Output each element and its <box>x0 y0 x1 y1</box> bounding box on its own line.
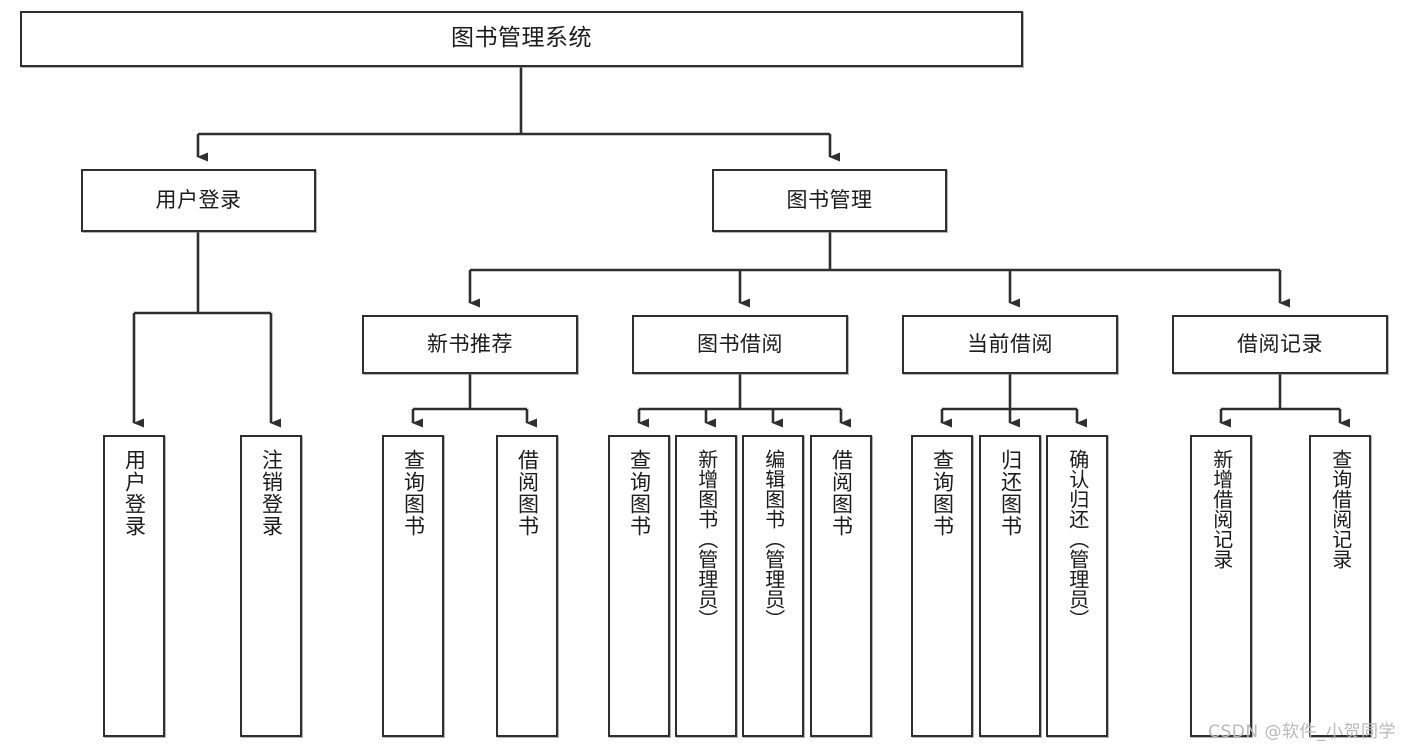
node-root-system[interactable]: 图书管理系统 <box>20 11 1023 67</box>
node-new-book-recommend-label: 新书推荐 <box>427 331 513 356</box>
node-leaf-borrow-book-2-label: 借阅图书 <box>829 449 854 537</box>
node-user-login-label: 用户登录 <box>155 187 242 212</box>
node-book-borrow[interactable]: 图书借阅 <box>632 315 848 374</box>
node-leaf-query-book-3[interactable]: 查询图书 <box>911 435 973 737</box>
node-book-manage[interactable]: 图书管理 <box>712 169 947 232</box>
node-leaf-edit-book-label: 编辑图书（管理员） <box>761 449 786 629</box>
node-leaf-query-book-2-label: 查询图书 <box>627 449 652 537</box>
node-leaf-borrow-book-1-label: 借阅图书 <box>515 449 540 537</box>
node-leaf-query-book-1-label: 查询图书 <box>401 449 426 537</box>
node-book-manage-label: 图书管理 <box>786 187 873 212</box>
node-leaf-add-record-label: 新增借阅记录 <box>1209 449 1234 569</box>
node-leaf-add-record[interactable]: 新增借阅记录 <box>1190 435 1252 737</box>
node-leaf-borrow-book-2[interactable]: 借阅图书 <box>810 435 872 737</box>
node-leaf-query-record-label: 查询借阅记录 <box>1328 449 1353 569</box>
node-leaf-confirm-return[interactable]: 确认归还（管理员） <box>1046 435 1108 737</box>
node-leaf-return-book[interactable]: 归还图书 <box>979 435 1041 737</box>
node-leaf-confirm-return-label: 确认归还（管理员） <box>1065 449 1090 629</box>
node-user-login[interactable]: 用户登录 <box>81 169 316 232</box>
node-leaf-add-book[interactable]: 新增图书（管理员） <box>675 435 737 737</box>
node-leaf-user-login-label: 用户登录 <box>122 449 147 537</box>
node-book-borrow-label: 图书借阅 <box>697 331 783 356</box>
node-current-borrow-label: 当前借阅 <box>967 331 1053 356</box>
node-leaf-query-book-2[interactable]: 查询图书 <box>608 435 670 737</box>
node-leaf-query-record[interactable]: 查询借阅记录 <box>1309 435 1371 737</box>
node-current-borrow[interactable]: 当前借阅 <box>902 315 1118 374</box>
node-leaf-query-book-3-label: 查询图书 <box>930 449 955 537</box>
node-leaf-logout[interactable]: 注销登录 <box>240 435 302 737</box>
node-leaf-query-book-1[interactable]: 查询图书 <box>382 435 444 737</box>
node-borrow-record[interactable]: 借阅记录 <box>1172 315 1388 374</box>
node-leaf-borrow-book-1[interactable]: 借阅图书 <box>496 435 558 737</box>
node-leaf-user-login[interactable]: 用户登录 <box>103 435 165 737</box>
node-leaf-add-book-label: 新增图书（管理员） <box>694 449 719 629</box>
node-borrow-record-label: 借阅记录 <box>1237 331 1323 356</box>
node-leaf-logout-label: 注销登录 <box>259 449 284 537</box>
node-leaf-edit-book[interactable]: 编辑图书（管理员） <box>742 435 804 737</box>
node-root-system-label: 图书管理系统 <box>451 25 592 52</box>
node-new-book-recommend[interactable]: 新书推荐 <box>362 315 578 374</box>
node-leaf-return-book-label: 归还图书 <box>998 449 1023 537</box>
